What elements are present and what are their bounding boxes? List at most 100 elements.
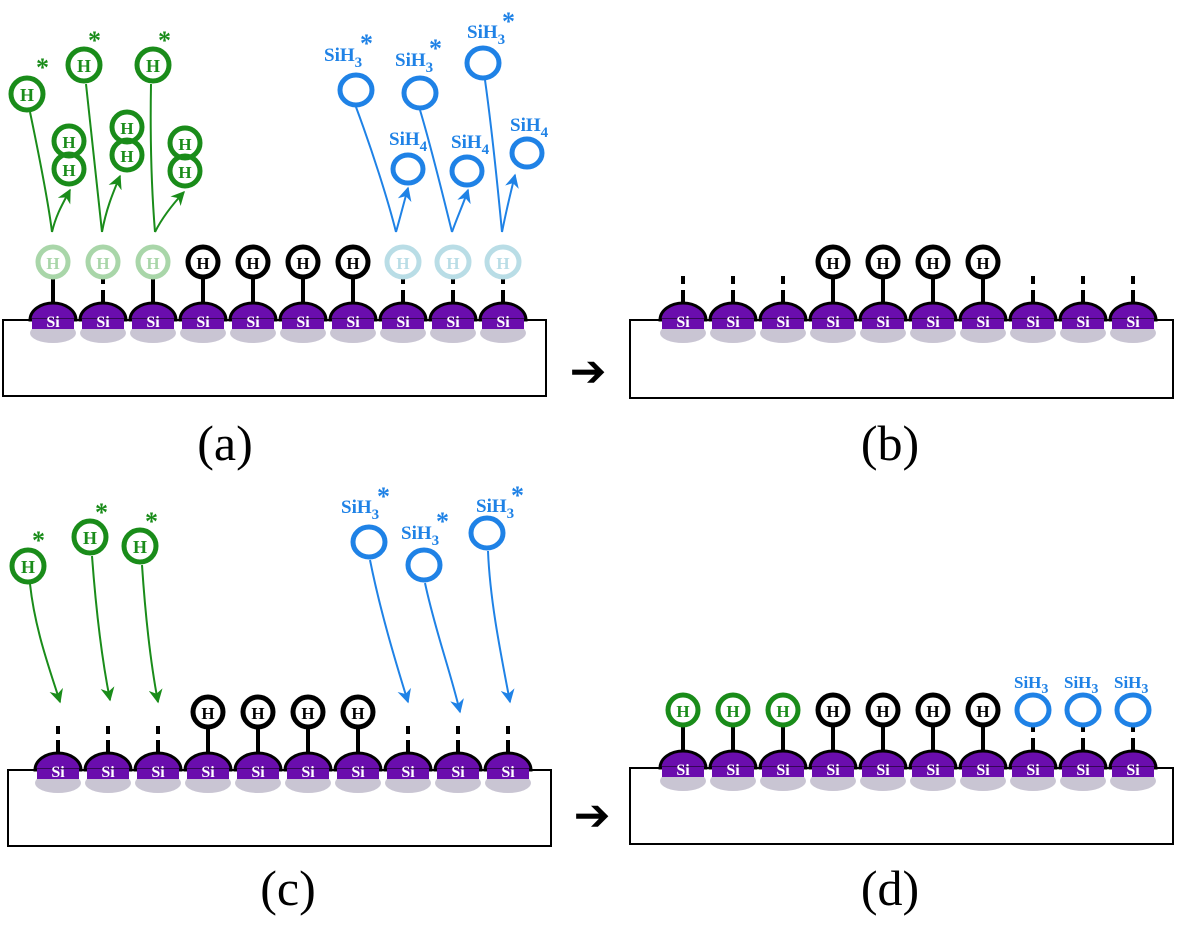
hydrogen-atom xyxy=(35,244,71,280)
si-label: Si xyxy=(251,764,265,781)
si-atom-lower xyxy=(332,319,374,329)
hydrogen-label: H xyxy=(976,702,989,721)
silyl-group xyxy=(384,244,422,280)
svg-text:H: H xyxy=(146,56,160,76)
si-label: Si xyxy=(351,764,365,781)
si-atom-lower xyxy=(182,319,224,329)
surface-site: Si xyxy=(133,726,183,793)
hydrogen-atom xyxy=(765,692,801,728)
surface-site: SiH xyxy=(808,244,858,343)
hydrogen-atom xyxy=(965,692,1001,728)
svg-text:*: * xyxy=(158,26,171,55)
surface-site: Si xyxy=(383,726,433,793)
svg-text:SiH3: SiH3 xyxy=(467,22,505,48)
si-atom-lower xyxy=(1112,319,1154,329)
si-atom-lower xyxy=(237,769,279,779)
hydrogen-radical-c1: H * xyxy=(9,526,47,585)
silane-molecule-3: SiH4 xyxy=(509,115,549,170)
svg-text:H: H xyxy=(120,119,133,138)
si-label: Si xyxy=(1026,314,1040,331)
si-atom-lower xyxy=(962,767,1004,777)
si-atom-lower xyxy=(32,319,74,329)
si-label: Si xyxy=(346,314,360,331)
hydrogen-label: H xyxy=(826,702,839,721)
si-atom-lower xyxy=(287,769,329,779)
si-label: Si xyxy=(151,764,165,781)
hydrogen-label: H xyxy=(296,254,309,273)
svg-text:H: H xyxy=(62,133,75,152)
h2-molecule-2: H H xyxy=(109,109,145,173)
surface-site: SiH xyxy=(28,244,78,343)
si-label: Si xyxy=(96,314,110,331)
surface-site: SiH xyxy=(283,694,333,793)
svg-text:SiH3: SiH3 xyxy=(341,497,379,523)
hydrogen-trajectory-c3 xyxy=(141,564,163,704)
faded-hydrogen-label: H xyxy=(496,254,509,273)
hydrogen-atom xyxy=(965,244,1001,280)
svg-text:*: * xyxy=(429,34,442,63)
si-label: Si xyxy=(776,314,790,331)
silyl-label: SiH3 xyxy=(1114,673,1148,697)
hydrogen-radical-3: H * xyxy=(134,26,172,84)
surface-site: Si xyxy=(1008,276,1058,343)
surface-site: SiH xyxy=(858,244,908,343)
hydrogen-atom xyxy=(85,244,121,280)
panel-label-a: (a) xyxy=(197,415,253,471)
svg-text:SiH3: SiH3 xyxy=(476,496,514,522)
hydrogen-atom xyxy=(865,244,901,280)
surface-site: SiH xyxy=(428,244,478,343)
surface-site: Si xyxy=(708,276,758,343)
svg-text:H: H xyxy=(20,85,34,105)
svg-text:SiH3: SiH3 xyxy=(401,523,439,549)
hydrogen-radical-c3: H * xyxy=(121,507,159,565)
hydrogen-label: H xyxy=(196,254,209,273)
si-atom-lower xyxy=(1012,767,1054,777)
hydrogen-label: H xyxy=(146,254,159,273)
silyl-trajectory-out-1 xyxy=(395,186,412,233)
si-atom-lower xyxy=(187,769,229,779)
si-atom-lower xyxy=(487,769,529,779)
hydrogen-atom xyxy=(290,694,326,730)
hydrogen-label: H xyxy=(726,702,739,721)
silyl-radical-c3: SiH3 * xyxy=(468,481,524,551)
hydrogen-trajectory-out-3 xyxy=(154,190,185,233)
si-label: Si xyxy=(726,314,740,331)
surface-site: Si xyxy=(433,726,483,793)
si-atom-lower xyxy=(1062,319,1104,329)
surface-site: SiH xyxy=(758,692,808,791)
svg-text:*: * xyxy=(36,53,49,82)
hydrogen-label: H xyxy=(826,254,839,273)
silyl-group xyxy=(434,244,472,280)
hydrogen-label: H xyxy=(46,254,59,273)
silyl-label: SiH3 xyxy=(1014,673,1048,697)
hydrogen-label: H xyxy=(201,704,214,723)
svg-text:SiH4: SiH4 xyxy=(510,115,549,141)
surface-site: Si xyxy=(83,726,133,793)
hydrogen-atom xyxy=(865,692,901,728)
surface-site: SiH xyxy=(658,692,708,791)
hydrogen-trajectory-out-1 xyxy=(51,188,71,233)
svg-text:*: * xyxy=(502,7,515,36)
surface-site: Si xyxy=(33,726,83,793)
svg-text:*: * xyxy=(511,481,524,510)
svg-text:SiH4: SiH4 xyxy=(389,129,428,155)
hydrogen-atom xyxy=(915,244,951,280)
si-atom-lower xyxy=(82,319,124,329)
hydrogen-trajectory-c1 xyxy=(29,583,63,704)
si-atom-lower xyxy=(87,769,129,779)
surface-site: SiH xyxy=(378,244,428,343)
si-atom-lower xyxy=(137,769,179,779)
svg-text:H: H xyxy=(21,557,35,577)
svg-text:SiH3: SiH3 xyxy=(395,50,433,76)
si-label: Si xyxy=(976,762,990,779)
svg-text:*: * xyxy=(145,507,158,536)
si-label: Si xyxy=(976,314,990,331)
surface-site: SiH xyxy=(708,692,758,791)
si-atom-lower xyxy=(432,319,474,329)
hydrogen-trajectory-in-1 xyxy=(29,111,53,233)
